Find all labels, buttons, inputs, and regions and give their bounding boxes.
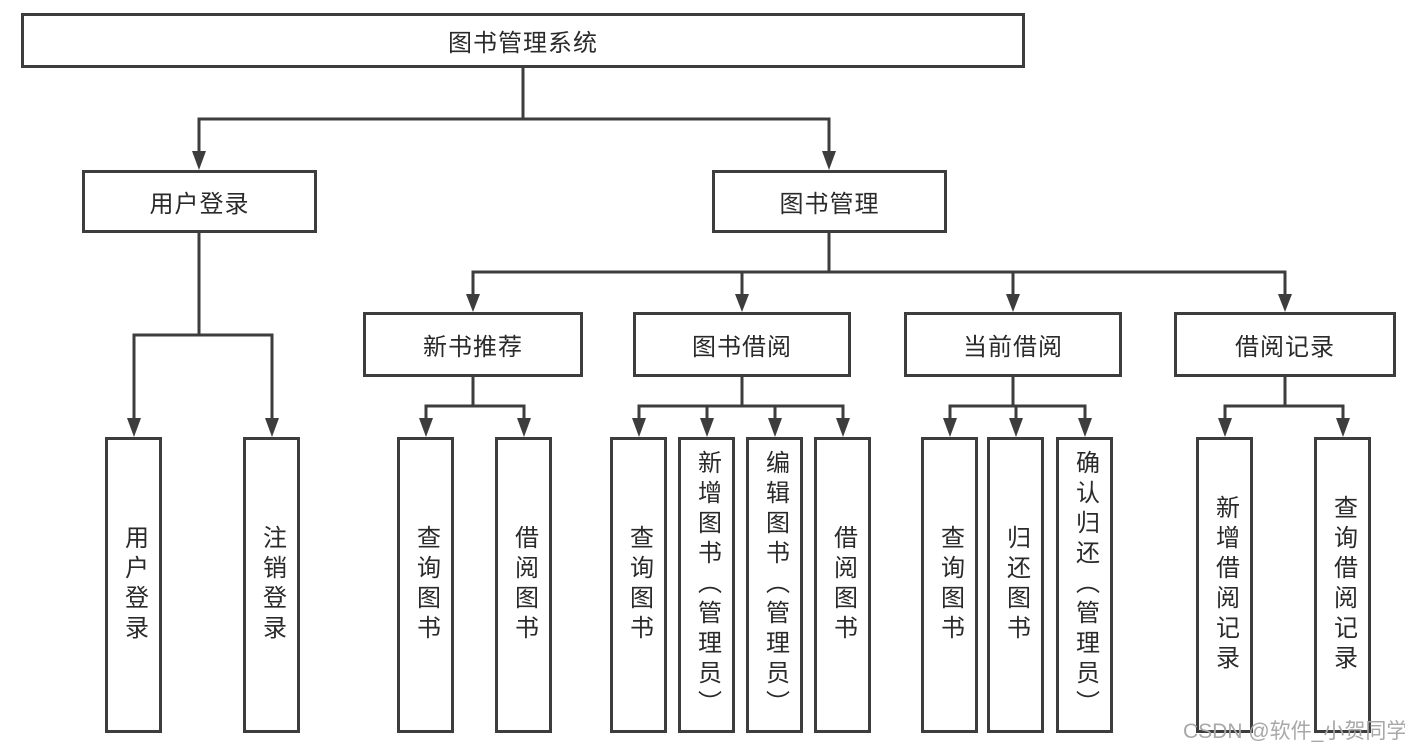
- node-label: 查询借阅记录: [1329, 495, 1357, 675]
- leaf-records-add-record: 新增借阅记录: [1196, 437, 1253, 733]
- node-book-borrowing: 图书借阅: [633, 312, 851, 377]
- leaf-user-login: 用户登录: [105, 437, 162, 733]
- node-label: 编辑图书（管理员）: [761, 450, 789, 720]
- node-user-login-module: 用户登录: [82, 170, 317, 233]
- node-label: 查询图书: [412, 525, 440, 645]
- node-label: 借阅图书: [510, 525, 538, 645]
- node-current-borrowing: 当前借阅: [904, 312, 1122, 377]
- node-label: 借阅图书: [829, 525, 857, 645]
- leaf-borrow-add-books-admin: 新增图书（管理员）: [678, 437, 735, 733]
- node-book-management-module: 图书管理: [712, 170, 947, 233]
- node-label: 归还图书: [1002, 525, 1030, 645]
- leaf-current-query-books: 查询图书: [921, 437, 978, 733]
- node-label: 新书推荐: [423, 334, 523, 361]
- leaf-borrow-borrow-books: 借阅图书: [814, 437, 871, 733]
- leaf-borrow-query-books: 查询图书: [610, 437, 667, 733]
- node-label: 图书管理系统: [448, 30, 598, 57]
- leaf-current-return-books: 归还图书: [987, 437, 1044, 733]
- leaf-logout: 注销登录: [243, 437, 300, 733]
- node-label: 借阅记录: [1235, 334, 1335, 361]
- node-library-management-system: 图书管理系统: [21, 13, 1025, 68]
- leaf-recommend-borrow-books: 借阅图书: [495, 437, 552, 733]
- leaf-borrow-edit-books-admin: 编辑图书（管理员）: [746, 437, 803, 733]
- node-label: 查询图书: [936, 525, 964, 645]
- arrowheads: [127, 151, 1350, 437]
- node-label: 新增图书（管理员）: [693, 450, 721, 720]
- leaf-current-confirm-return-admin: 确认归还（管理员）: [1056, 437, 1113, 733]
- node-borrowing-records: 借阅记录: [1174, 312, 1396, 377]
- node-label: 图书管理: [779, 191, 880, 218]
- node-label: 用户登录: [120, 525, 148, 645]
- node-label: 查询图书: [625, 525, 653, 645]
- node-label: 用户登录: [149, 191, 250, 218]
- leaf-records-query-record: 查询借阅记录: [1314, 437, 1371, 733]
- node-label: 图书借阅: [692, 334, 792, 361]
- node-new-book-recommendation: 新书推荐: [363, 312, 583, 377]
- node-label: 确认归还（管理员）: [1071, 450, 1099, 720]
- leaf-recommend-query-books: 查询图书: [397, 437, 454, 733]
- node-label: 注销登录: [258, 525, 286, 645]
- node-label: 新增借阅记录: [1211, 495, 1239, 675]
- node-label: 当前借阅: [963, 334, 1063, 361]
- csdn-watermark: CSDN @软件_小贺同学: [1183, 720, 1405, 743]
